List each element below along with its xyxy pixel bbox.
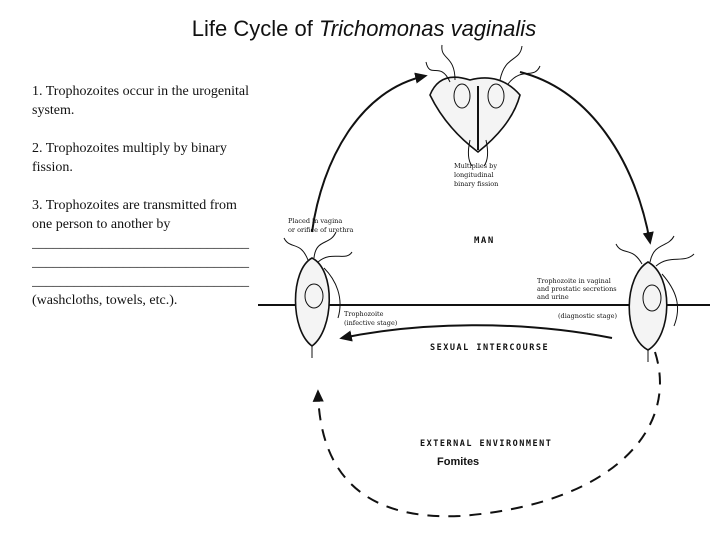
arrow-sexual-intercourse [339,324,613,342]
fill-in-blank-2: _______________________________ [32,255,249,270]
diagnostic-trophozoite-icon [615,235,695,362]
page-title: Life Cycle of Trichomonas vaginalis [0,16,728,42]
label-multiplies-2: longitudinal [454,171,494,179]
arrow-external-environment [312,351,661,518]
note-item-2: 2. Trophozoites multiply by binary fissi… [32,141,227,175]
fill-in-blank-1: _______________________________ [32,236,249,251]
label-sexual-intercourse: SEXUAL INTERCOURSE [430,343,549,353]
note-item-3: 3. Trophozoites are transmitted from one… [32,198,237,232]
label-placed-1: Placed in vagina [288,217,342,225]
label-diagnostic: (diagnostic stage) [558,312,617,320]
note-item-1: 1. Trophozoites occur in the urogenital … [32,84,249,118]
label-vaginal-2: and prostatic secretions [537,285,617,293]
title-species: Trichomonas vaginalis [318,16,537,41]
label-multiplies-3: binary fission [454,180,498,188]
label-placed-2: or orifice of urethra [288,226,354,234]
label-external-environment: EXTERNAL ENVIRONMENT [420,439,552,449]
label-trophozoite-1: Trophozoite [344,310,384,318]
dividing-trophozoite-icon [425,44,541,167]
arrow-to-vaginal-trophozoite [519,71,654,245]
infective-trophozoite-icon [283,231,353,358]
label-trophozoite-2: (infective stage) [344,319,398,327]
title-prefix: Life Cycle of [191,16,319,41]
fill-in-blank-3: _______________________________ [32,274,249,289]
label-multiplies-1: Multiplies by [454,162,497,170]
note-item-3-tail: (washcloths, towels, etc.). [32,293,178,308]
label-vaginal-3: and urine [537,293,569,301]
label-fomites: Fomites [437,456,479,468]
notes-panel: 1. Trophozoites occur in the urogenital … [32,82,260,322]
label-vaginal-1: Trophozoite in vaginal [537,277,611,285]
label-man: MAN [474,236,495,246]
arrow-to-multiplication [311,72,428,233]
